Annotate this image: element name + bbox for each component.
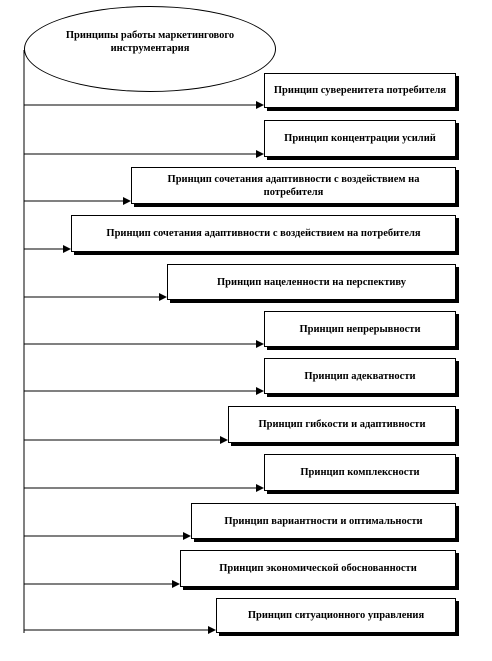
principle-label: Принцип концентрации усилий <box>284 133 436 144</box>
principle-box: Принцип адекватности <box>264 358 456 394</box>
principle-label: Принцип экономической обоснованности <box>219 563 417 574</box>
principle-label: Принцип сочетания адаптивности с воздейс… <box>167 173 420 198</box>
principle-box: Принцип сочетания адаптивности с воздейс… <box>131 167 456 204</box>
principle-label: Принцип вариантности и оптимальности <box>224 515 423 527</box>
principle-box: Принцип ситуационного управления <box>216 598 456 633</box>
principle-label: Принцип ситуационного управления <box>247 610 425 621</box>
principle-box: Принцип вариантности и оптимальности <box>191 503 456 539</box>
principle-label: Принцип гибкости и адаптивности <box>258 419 426 430</box>
principle-box: Принцип нацеленности на перспективу <box>167 264 456 300</box>
root-node: Принципы работы маркетингового инструмен… <box>24 6 276 92</box>
principle-box: Принцип экономической обоснованности <box>180 550 456 587</box>
principle-label: Принцип адекватности <box>304 370 416 382</box>
principle-label: Принцип нацеленности на перспективу <box>217 276 406 288</box>
principle-box: Принцип гибкости и адаптивности <box>228 406 456 443</box>
principle-box: Принцип сочетания адаптивности с воздейс… <box>71 215 456 252</box>
principle-label: Принцип суверенитета потребителя <box>273 85 447 96</box>
principle-label: Принцип комплексности <box>300 467 420 478</box>
principle-box: Принцип комплексности <box>264 454 456 491</box>
principle-box: Принцип суверенитета потребителя <box>264 73 456 108</box>
principle-box: Принцип концентрации усилий <box>264 120 456 157</box>
principle-box: Принцип непрерывности <box>264 311 456 347</box>
principle-label: Принцип сочетания адаптивности с воздейс… <box>106 228 421 239</box>
principle-label: Принцип непрерывности <box>299 323 421 335</box>
root-label: Принципы работы маркетингового инструмен… <box>65 30 235 54</box>
